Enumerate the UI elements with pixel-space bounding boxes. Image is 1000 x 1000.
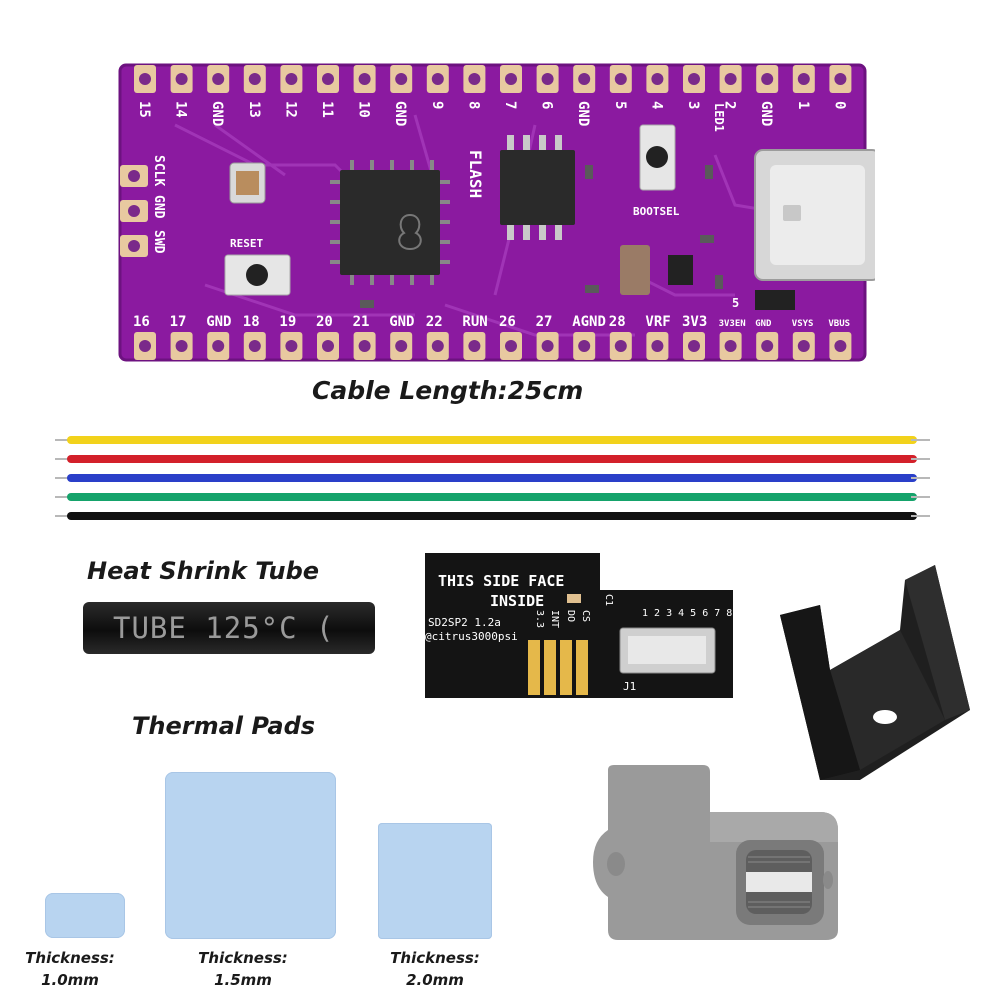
- bottom-pin-label: 19: [279, 314, 296, 330]
- bottom-pin-label: RUN: [462, 314, 487, 330]
- thermal-pad-label-2: Thickness: 1.5mm: [178, 947, 308, 991]
- bottom-pin-label: GND: [389, 314, 414, 330]
- top-pin-label: 2: [722, 101, 738, 109]
- reset-label: RESET: [230, 237, 263, 250]
- bottom-pin-label: 16: [133, 314, 150, 330]
- thermal-pad-label-3: Thickness: 2.0mm: [370, 947, 500, 991]
- bottom-pin-label: 17: [170, 314, 187, 330]
- top-pin-label: GND: [392, 101, 408, 126]
- top-pin-label: GND: [575, 101, 591, 126]
- top-pin-label: GND: [758, 101, 774, 126]
- bottom-pin-label: 20: [316, 314, 333, 330]
- thermal-pad-2mm: [378, 823, 492, 939]
- flash-label: FLASH: [466, 150, 485, 198]
- raspberry-logo-icon: [398, 213, 422, 251]
- bottom-pin-label: 21: [353, 314, 370, 330]
- bottom-pin-label: 26: [499, 314, 516, 330]
- pcb-body: [120, 65, 865, 360]
- top-pin-label: 15: [136, 101, 152, 118]
- top-pin-label: 1: [795, 101, 811, 109]
- top-pin-label: 5: [612, 101, 628, 109]
- thermal-pad-label-2-line2: 1.5mm: [214, 971, 272, 989]
- left-label-gnd: GND: [151, 195, 166, 219]
- thermal-pad-label-3-line1: Thickness:: [390, 949, 480, 967]
- thermal-pad-1-5mm: [165, 772, 336, 939]
- adapter-pin-int: INT: [549, 610, 560, 628]
- black-mount-bracket: [780, 565, 970, 780]
- top-pin-label: 4: [648, 101, 664, 109]
- thermal-pad-label-3-line2: 2.0mm: [406, 971, 464, 989]
- bottom-pin-label: GND: [755, 319, 772, 329]
- adapter-j1: J1: [623, 680, 636, 693]
- bottom-pin-label: 18: [243, 314, 260, 330]
- adapter-pin-cs: CS: [580, 610, 591, 622]
- top-pin-label: 13: [246, 101, 262, 118]
- top-pin-label: 7: [502, 101, 518, 109]
- bottom-pin-label: 3V3: [682, 314, 707, 330]
- thermal-pad-label-2-line1: Thickness:: [198, 949, 288, 967]
- adapter-author: @citrus3000psi: [425, 630, 518, 643]
- bottom-pin-label: AGND: [572, 314, 606, 330]
- heat-shrink-caption: Heat Shrink Tube: [87, 557, 320, 585]
- tube-print: TUBE 125°C (: [113, 611, 335, 645]
- rp2040-chip: [340, 170, 440, 275]
- adapter-text-line2: INSIDE: [490, 592, 544, 610]
- bottom-pin-label: 28: [609, 314, 626, 330]
- top-pin-label: GND: [209, 101, 225, 126]
- bottom-pin-label: GND: [206, 314, 231, 330]
- sd2sp2-adapter: THIS SIDE FACE INSIDE C1 SD2SP2 1.2a @ci…: [425, 553, 733, 698]
- adapter-pin-33: 3.3: [534, 610, 545, 628]
- bootsel-label: BOOTSEL: [633, 205, 680, 218]
- bottom-pin-label: VRF: [645, 314, 670, 330]
- bottom-pin-label: 3V3EN: [719, 319, 746, 329]
- left-label-sclk: SCLK: [151, 155, 166, 186]
- label-five: 5: [732, 296, 739, 310]
- top-pin-label: 0: [831, 101, 847, 109]
- top-pin-label: 11: [319, 101, 335, 118]
- top-pin-label: 8: [465, 101, 481, 109]
- bottom-pin-label: VSYS: [792, 319, 814, 329]
- led-label: LED1: [712, 103, 726, 132]
- left-label-swd: SWD: [151, 230, 166, 254]
- thermal-pad-1mm: [45, 893, 125, 938]
- bottom-pin-label: 22: [426, 314, 443, 330]
- bottom-pin-label: VBUS: [828, 319, 850, 329]
- cable-length-caption: Cable Length:25cm: [312, 376, 584, 405]
- bottom-pin-label: 27: [536, 314, 553, 330]
- adapter-text-line1: THIS SIDE FACE: [438, 572, 564, 590]
- thermal-pad-label-1-line2: 1.0mm: [41, 971, 99, 989]
- top-pin-label: 12: [282, 101, 298, 118]
- flash-chip: [500, 150, 575, 225]
- adapter-c1: C1: [603, 594, 614, 606]
- heat-shrink-tube: TUBE 125°C (: [83, 602, 375, 654]
- top-pin-label: 3: [685, 101, 701, 109]
- adapter-model: SD2SP2 1.2a: [428, 616, 501, 629]
- top-pin-label: 6: [539, 101, 555, 109]
- thermal-pads-caption: Thermal Pads: [132, 712, 316, 740]
- grey-mount-part: [593, 765, 838, 940]
- jumper-wires: [55, 436, 930, 520]
- top-pin-label: 14: [173, 101, 189, 118]
- thermal-pad-label-1-line1: Thickness:: [25, 949, 115, 967]
- adapter-pin-do: DO: [565, 610, 576, 622]
- adapter-connector-numbers: 1 2 3 4 5 6 7 8: [642, 608, 732, 619]
- thermal-pad-label-1: Thickness: 1.0mm: [5, 947, 135, 991]
- top-pin-label: 10: [356, 101, 372, 118]
- top-pin-label: 9: [429, 101, 445, 109]
